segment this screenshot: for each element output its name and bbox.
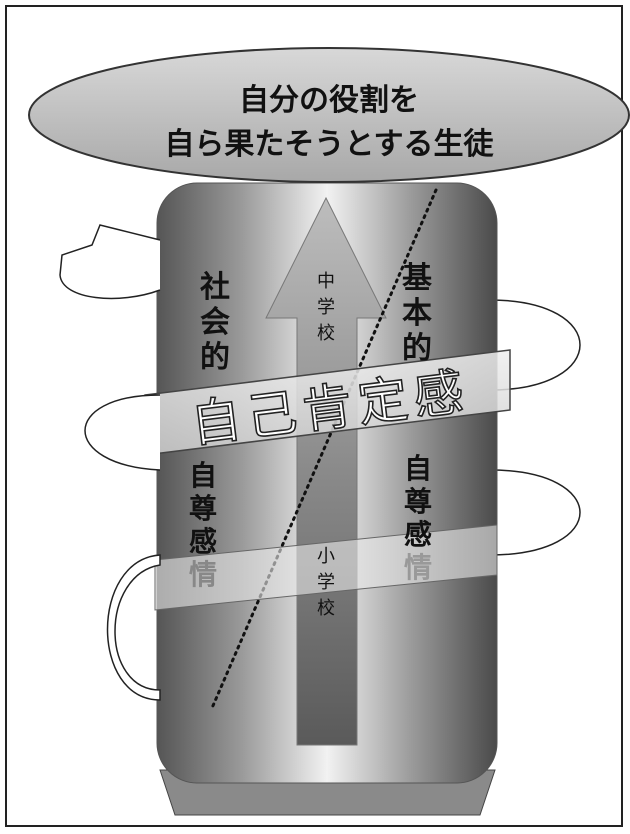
right-label-char-3: 的 [402,331,432,366]
left-label-char-1: 社 [200,270,230,305]
ribbon-loop-lower-left [106,554,161,701]
left-label-char-2: 会 [200,305,230,340]
ribbon-band-lower [154,524,498,611]
ribbon-loop-upper-left [59,224,161,300]
goal-oval [28,47,630,183]
arrow-bottom-char-3: 校 [317,598,335,619]
figure-frame [5,5,623,827]
arrow-top-char-3: 校 [317,323,335,344]
arrow-top-char-2: 学 [317,297,335,318]
goal-line-1: 自分の役割を [239,83,419,118]
right-sub-char-3: 感 [404,518,432,551]
ribbon-loop-middle-left [84,394,161,471]
right-sub-char-1: 自 [404,452,432,485]
arrow-bottom-char-2: 学 [317,572,335,593]
right-label-char-2: 本 [402,296,432,331]
right-sub-char-2: 尊 [404,485,432,518]
right-label-char-1: 基 [402,261,432,296]
goal-line-2: 自ら果たそうとする生徒 [164,127,494,162]
left-sub-char-1: 自 [189,459,217,492]
ribbon-loop-lower-right [489,469,581,556]
left-sub-char-2: 尊 [189,492,217,525]
left-sub-char-4: 情 [189,558,217,591]
arrow-top-char-1: 中 [317,271,335,292]
left-sub-char-3: 感 [189,525,217,558]
right-sub-char-4: 情 [404,551,432,584]
arrow-bottom-char-1: 小 [317,546,335,567]
left-label-char-3: 的 [200,340,230,375]
dotted-divider [210,188,438,710]
ribbon-loop-upper-right [489,299,581,391]
